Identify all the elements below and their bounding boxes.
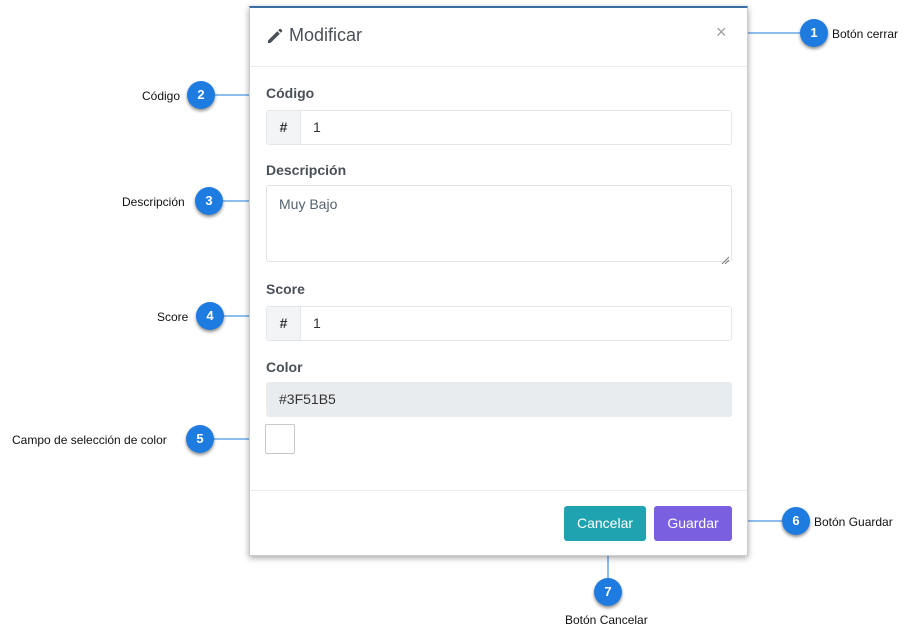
callout-text-4: Score	[157, 310, 189, 324]
callout-badge-4: 4	[196, 302, 224, 330]
callout-badge-5: 5	[186, 425, 214, 453]
descripcion-textarea[interactable]: Muy Bajo	[266, 185, 732, 265]
score-label: Score	[266, 281, 305, 297]
color-picker-input[interactable]	[265, 424, 295, 454]
close-button[interactable]: ×	[716, 22, 727, 42]
save-button[interactable]: Guardar	[654, 506, 732, 541]
codigo-label: Código	[266, 85, 315, 101]
callout-text-1: Botón cerrar	[832, 27, 899, 41]
dialog-header: Modificar ×	[250, 8, 747, 67]
dialog-title: Modificar	[289, 25, 363, 45]
color-hex-field: #3F51B5	[266, 382, 732, 417]
pencil-icon	[265, 26, 285, 46]
callout-badge-6: 6	[782, 507, 810, 535]
callout-text-2: Código	[142, 89, 181, 103]
dialog-footer-divider	[250, 490, 747, 491]
codigo-input-group[interactable]: # 1	[266, 110, 732, 145]
modify-dialog: Modificar × Código # 1 Descripción Muy B…	[249, 6, 748, 556]
cancel-button[interactable]: Cancelar	[564, 506, 646, 541]
score-input[interactable]: 1	[313, 315, 321, 331]
callout-text-3: Descripción	[122, 195, 185, 209]
callout-text-7: Botón Cancelar	[565, 613, 648, 627]
score-input-group[interactable]: # 1	[266, 306, 732, 341]
descripcion-value: Muy Bajo	[279, 196, 338, 212]
codigo-input[interactable]: 1	[313, 119, 321, 135]
hash-icon: #	[267, 307, 301, 340]
descripcion-label: Descripción	[266, 162, 347, 178]
callout-text-6: Botón Guardar	[814, 515, 893, 529]
callout-text-5: Campo de selección de color	[12, 433, 167, 447]
callout-badge-3: 3	[195, 187, 223, 215]
hash-icon: #	[267, 111, 301, 144]
callout-badge-7: 7	[594, 578, 622, 606]
callout-badge-1: 1	[800, 19, 828, 47]
callout-badge-2: 2	[187, 81, 215, 109]
color-label: Color	[266, 359, 303, 375]
resize-handle-icon[interactable]	[721, 251, 730, 265]
